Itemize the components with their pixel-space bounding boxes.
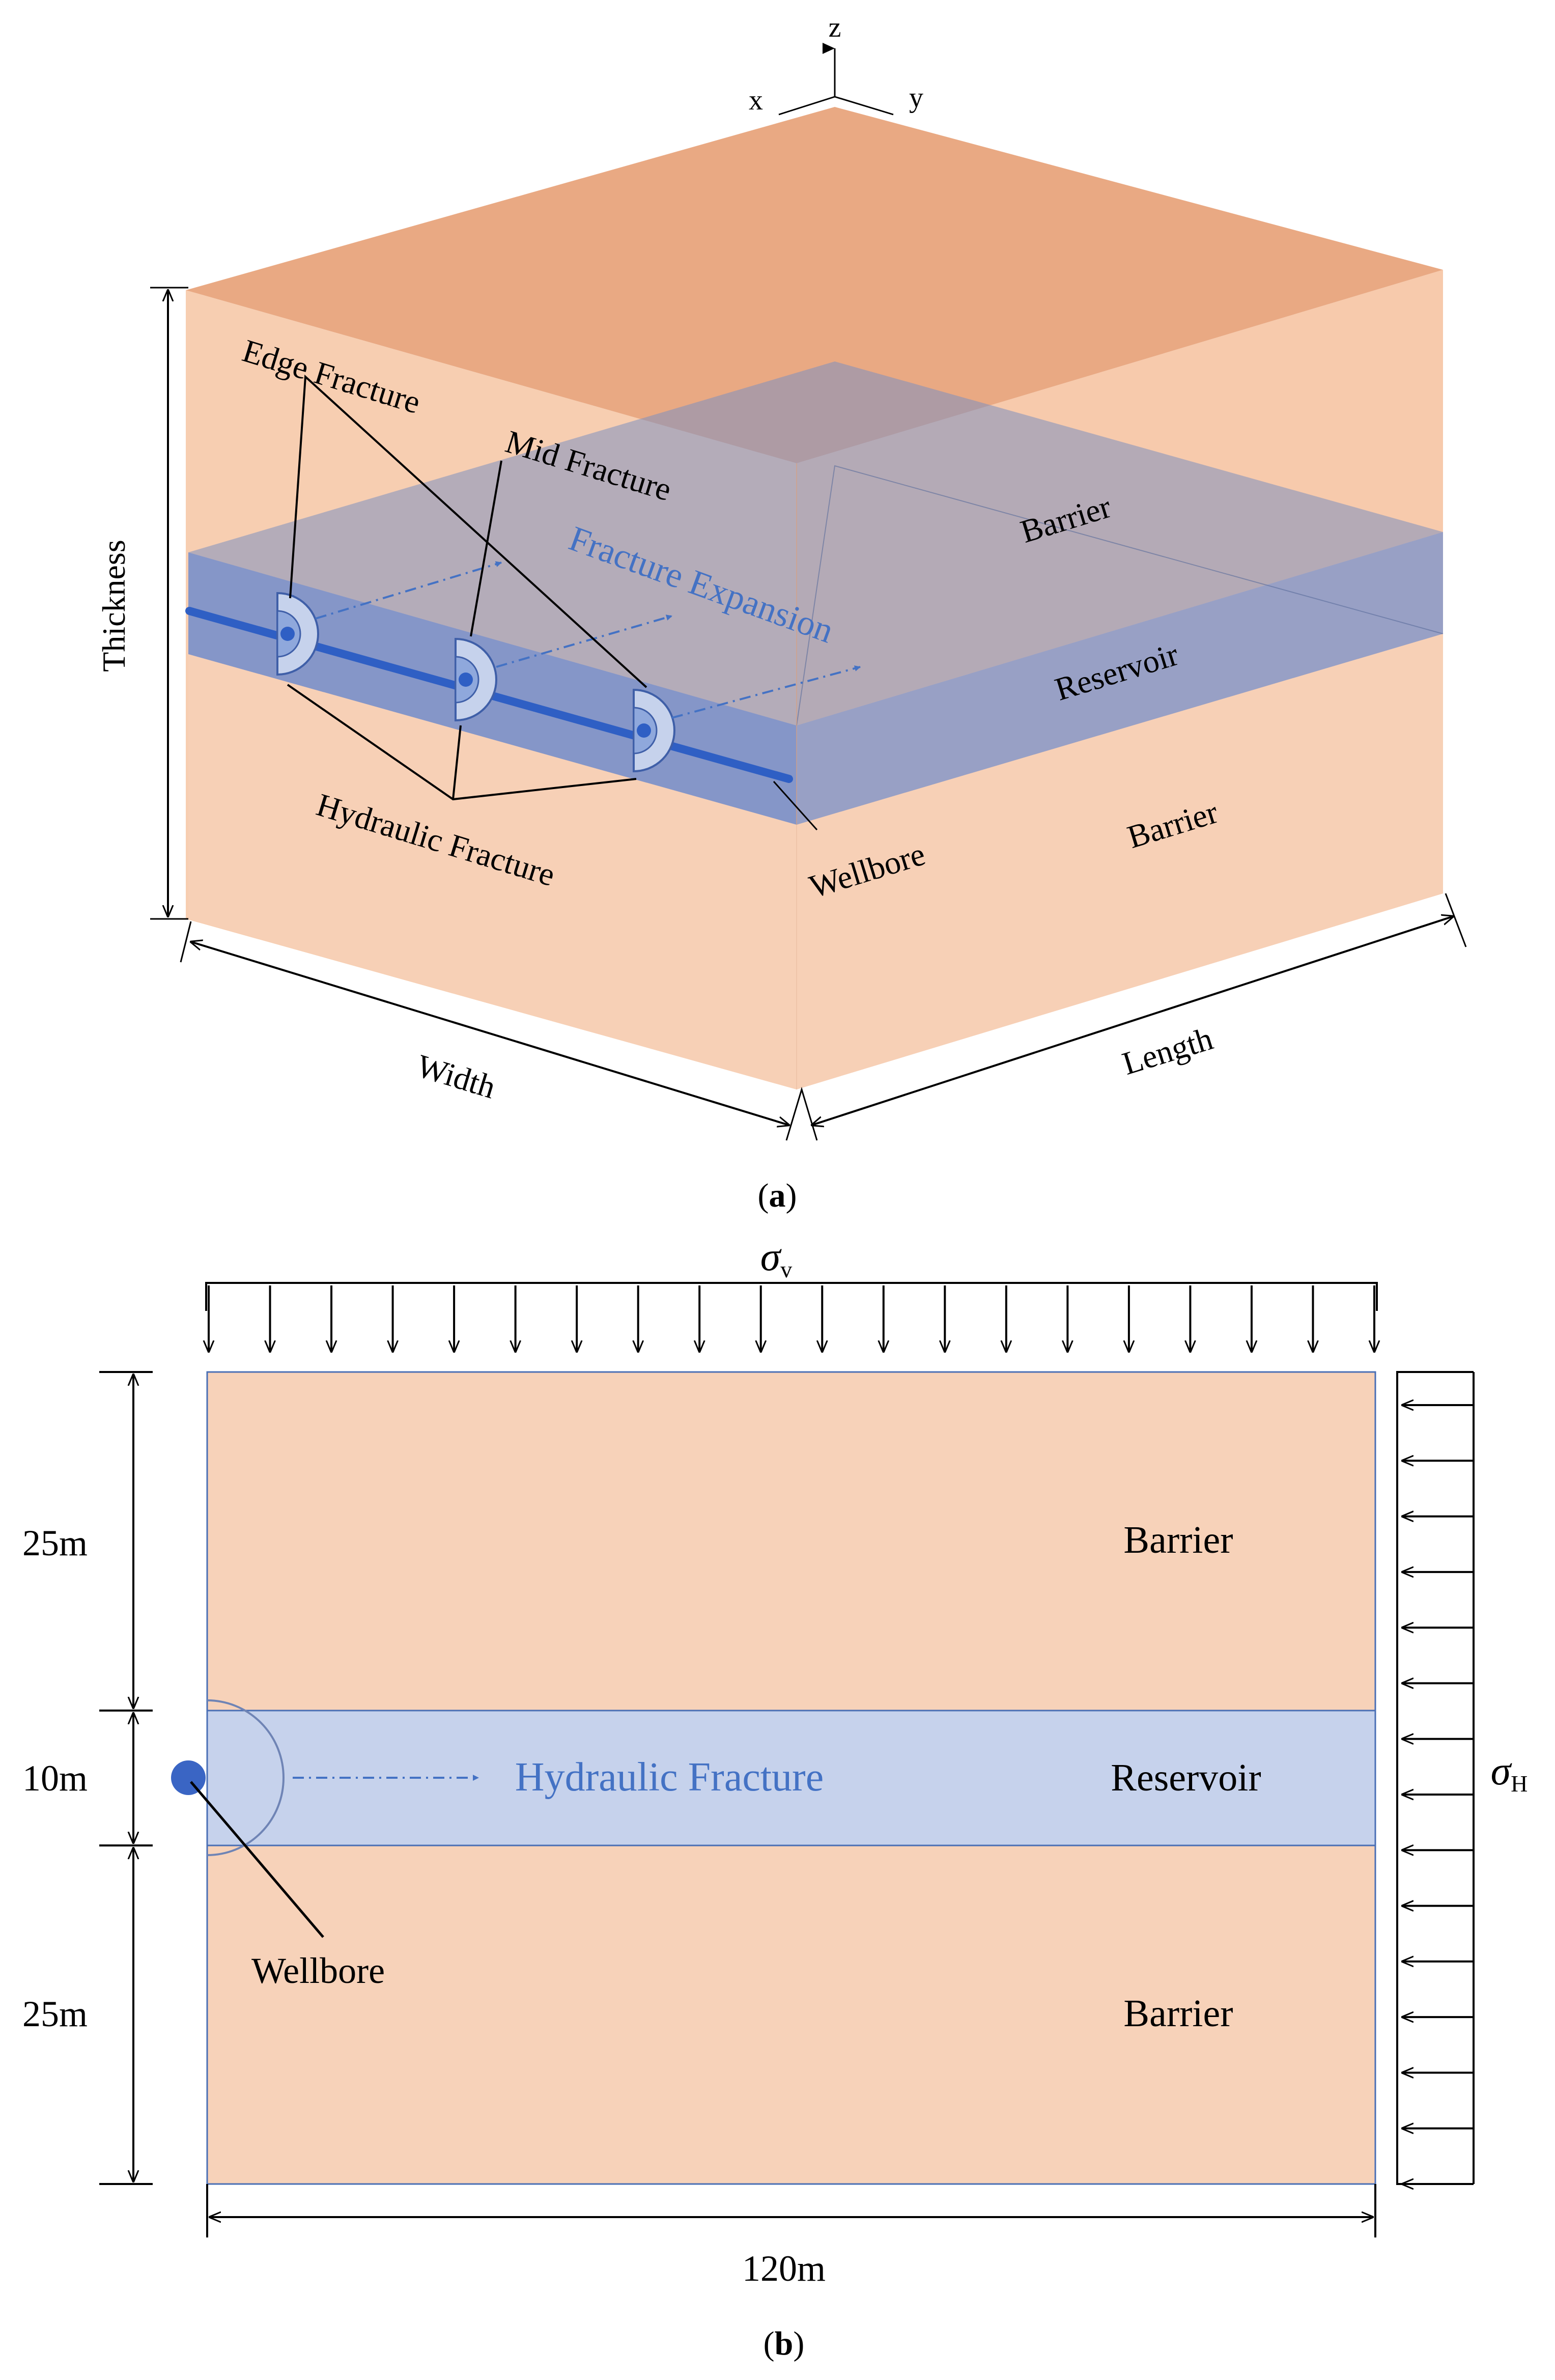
wellbore-leader — [190, 1781, 324, 1938]
sigma-v-arrows — [209, 1285, 1374, 1352]
panel-a: z x y — [96, 12, 1467, 1214]
axes-indicator: z x y — [749, 12, 923, 116]
reservoir-slab-top — [188, 361, 1443, 725]
width-label: Width — [413, 1047, 500, 1105]
axis-x-label: x — [749, 85, 763, 116]
sigma-h-label: σH — [1491, 1749, 1528, 1797]
dim-width-label: 120m — [742, 2248, 826, 2289]
block-top-face — [186, 107, 1443, 463]
horizontal-dimension — [206, 2184, 1376, 2237]
barrier-bottom-rect — [206, 1844, 1376, 2185]
fracture-symbol-3 — [633, 688, 675, 773]
wellbore-dot — [171, 1760, 206, 1795]
expansion-arrow-1 — [315, 561, 502, 620]
reservoir-inner-edge — [796, 465, 1444, 726]
fracture-symbol-2 — [455, 637, 497, 722]
thickness-label: Thickness — [96, 540, 132, 672]
hydraulic-fracture-label-2d: Hydraulic Fracture — [515, 1755, 824, 1800]
axis-z-label: z — [829, 12, 841, 43]
reservoir-rect — [206, 1710, 1376, 1846]
length-dimension — [812, 916, 1453, 1125]
fracture-half-circle — [207, 1699, 285, 1856]
barrier-top-label-2d: Barrier — [1123, 1519, 1233, 1561]
caption-a: (a) — [758, 1177, 797, 1214]
expansion-arrow-3 — [671, 665, 861, 719]
axis-y-label: y — [909, 82, 923, 114]
caption-b: (b) — [764, 2325, 805, 2362]
dim-bottom-label: 25m — [22, 1994, 88, 2034]
width-dimension — [191, 942, 789, 1125]
barrier-top-rect — [206, 1371, 1376, 1712]
sigma-h-arrows — [1402, 1405, 1474, 2184]
reservoir-label-2d: Reservoir — [1111, 1756, 1261, 1799]
sigma-v-bracket — [205, 1282, 1378, 1311]
dim-top-label: 25m — [22, 1523, 88, 1563]
barrier-bottom-label-2d: Barrier — [1123, 1992, 1233, 2035]
reservoir-slab-side — [797, 532, 1443, 825]
panel-b: σv Wellbore Hydraulic Fracture Barrier R… — [22, 1235, 1528, 2362]
sigma-h-bracket — [1396, 1371, 1474, 2185]
expansion-arrow-2 — [496, 614, 672, 668]
vertical-dimensions — [99, 1371, 153, 2185]
wellbore-label-2d: Wellbore — [251, 1950, 385, 1991]
leader-lines — [287, 374, 818, 831]
dim-middle-label: 10m — [22, 1758, 88, 1799]
length-label: Length — [1118, 1020, 1217, 1082]
fracture-symbol-1 — [276, 592, 319, 676]
sigma-v-label: σv — [760, 1235, 792, 1282]
